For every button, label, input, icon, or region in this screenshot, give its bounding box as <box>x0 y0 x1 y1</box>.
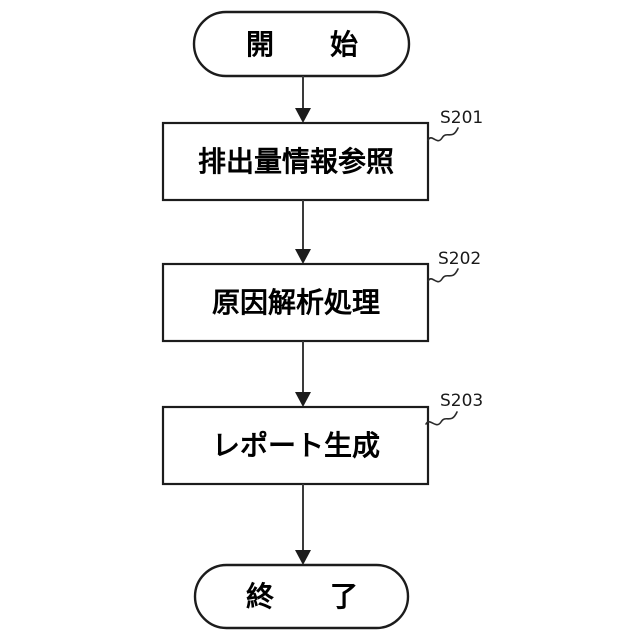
s202-step-label: S202 <box>438 249 481 269</box>
connector-s201-to-s202 <box>295 200 311 264</box>
s201-step-label: S201 <box>440 108 483 128</box>
connector-s202-to-s203 <box>295 341 311 407</box>
node-s201[interactable]: 排出量情報参照 <box>161 121 430 202</box>
leader-s202: S202 <box>427 249 481 283</box>
connector-s203-to-end <box>295 484 311 565</box>
start-label: 開 始 <box>246 28 372 61</box>
node-end[interactable]: 終 了 <box>193 563 410 630</box>
node-s202[interactable]: 原因解析処理 <box>161 262 430 343</box>
leader-squiggle-icon <box>425 411 458 426</box>
s201-label: 排出量情報参照 <box>198 145 394 178</box>
arrowhead-icon <box>295 550 311 565</box>
end-label: 終 了 <box>246 580 372 613</box>
connector-start-to-s201 <box>295 76 311 123</box>
arrowhead-icon <box>295 392 311 407</box>
s203-process-shape <box>161 405 430 486</box>
end-terminator-shape <box>193 563 410 630</box>
arrowhead-icon <box>295 249 311 264</box>
leader-s201: S201 <box>427 108 483 142</box>
start-terminator-shape <box>192 10 411 78</box>
s203-label: レポート生成 <box>212 429 380 462</box>
s202-label: 原因解析処理 <box>212 286 380 319</box>
arrowhead-icon <box>295 108 311 123</box>
leader-s203: S203 <box>425 391 483 426</box>
s201-process-shape <box>161 121 430 202</box>
s203-step-label: S203 <box>440 391 483 411</box>
s202-process-shape <box>161 262 430 343</box>
node-start[interactable]: 開 始 <box>192 10 411 78</box>
node-s203[interactable]: レポート生成 <box>161 405 430 486</box>
leader-squiggle-icon <box>427 268 459 283</box>
leader-squiggle-icon <box>427 127 459 142</box>
